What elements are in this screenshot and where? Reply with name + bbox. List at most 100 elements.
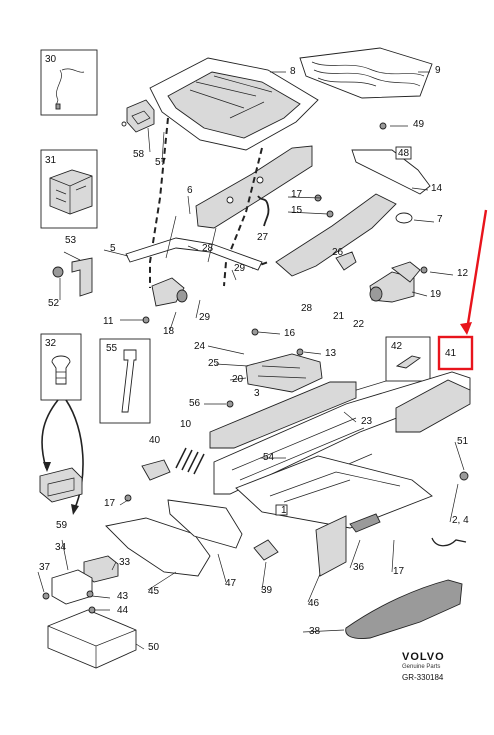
callout-c15: 15 bbox=[291, 205, 303, 216]
callout-c29a: 29 bbox=[234, 263, 246, 274]
bolt-13 bbox=[296, 348, 304, 356]
callout-c32: 32 bbox=[45, 338, 57, 349]
callout-c41: 41 bbox=[445, 348, 457, 359]
leg-46 bbox=[315, 515, 347, 577]
callout-c28b: 28 bbox=[301, 303, 313, 314]
connector-30 bbox=[55, 103, 61, 110]
spring-10 bbox=[175, 447, 205, 475]
callout-c39: 39 bbox=[261, 585, 273, 596]
cap-40 bbox=[141, 459, 171, 481]
spring-mat-9 bbox=[299, 47, 433, 99]
callout-c53: 53 bbox=[65, 235, 77, 246]
highlight-arrowhead bbox=[460, 322, 472, 335]
callout-c52: 52 bbox=[48, 298, 60, 309]
callout-c5: 5 bbox=[110, 243, 116, 254]
strap-55 bbox=[121, 349, 137, 413]
callout-c37: 37 bbox=[39, 562, 51, 573]
callout-c55: 55 bbox=[106, 343, 118, 354]
dashed-outline bbox=[149, 117, 263, 288]
callout-c59: 59 bbox=[56, 520, 68, 531]
mechanism-20 bbox=[245, 353, 323, 393]
callout-c30: 30 bbox=[45, 54, 57, 65]
callout-c8: 8 bbox=[290, 66, 296, 77]
brand-subtitle: Genuine Parts bbox=[402, 664, 441, 670]
callout-c9: 9 bbox=[435, 65, 441, 76]
nut-16 bbox=[251, 328, 259, 336]
callout-c7: 7 bbox=[437, 214, 443, 225]
side-frame-6 bbox=[195, 145, 313, 229]
callout-c25: 25 bbox=[208, 358, 220, 369]
screw-56 bbox=[226, 400, 234, 408]
callout-c33: 33 bbox=[119, 557, 131, 568]
frame-bar-5 bbox=[125, 237, 263, 271]
callout-c17c: 17 bbox=[393, 566, 405, 577]
arrow-32 bbox=[41, 399, 84, 511]
callout-c17a: 17 bbox=[291, 189, 303, 200]
callout-c58: 58 bbox=[133, 149, 145, 160]
track-upper-3 bbox=[209, 381, 357, 449]
callout-c11: 11 bbox=[103, 316, 114, 327]
callout-c12: 12 bbox=[457, 268, 469, 279]
callout-c43: 43 bbox=[117, 591, 129, 602]
leader-lines bbox=[37, 71, 465, 650]
bolt-49 bbox=[379, 122, 387, 130]
callout-c6: 6 bbox=[187, 185, 193, 196]
callout-c49: 49 bbox=[413, 119, 425, 130]
cross-tube-7 bbox=[275, 193, 397, 277]
bolt-51 bbox=[459, 471, 469, 481]
cap-39 bbox=[253, 539, 279, 561]
callout-c27: 27 bbox=[257, 232, 269, 243]
bracket-45 bbox=[105, 517, 211, 577]
screw-17b bbox=[124, 494, 132, 502]
highlight-arrow bbox=[465, 209, 488, 331]
screw-43 bbox=[86, 590, 94, 598]
inset-box-30 bbox=[40, 49, 98, 116]
callout-c51: 51 bbox=[457, 436, 469, 447]
module-34 bbox=[51, 569, 93, 605]
reference-code: GR-330184 bbox=[402, 673, 444, 682]
highlight-box-41 bbox=[437, 335, 474, 371]
bracket-53 bbox=[71, 257, 93, 297]
callout-c56: 56 bbox=[189, 398, 201, 409]
callout-c46: 46 bbox=[308, 598, 320, 609]
brand-logo: VOLVO bbox=[402, 651, 445, 663]
gear-36 bbox=[349, 513, 381, 533]
callout-c19: 19 bbox=[430, 289, 442, 300]
callout-c40: 40 bbox=[149, 435, 161, 446]
callout-c31: 31 bbox=[45, 155, 57, 166]
callout-c45: 45 bbox=[148, 586, 160, 597]
callout-c21: 21 bbox=[333, 311, 345, 322]
callout-c10: 10 bbox=[180, 419, 192, 430]
callout-c1: 1 bbox=[281, 505, 287, 516]
callout-c44: 44 bbox=[117, 605, 129, 616]
callout-c18: 18 bbox=[163, 326, 175, 337]
callout-c38: 38 bbox=[309, 626, 321, 637]
callout-c16: 16 bbox=[284, 328, 296, 339]
callout-c48: 48 bbox=[398, 148, 410, 159]
callout-c23: 23 bbox=[361, 416, 373, 427]
clip-32 bbox=[51, 355, 71, 385]
control-unit-50 bbox=[47, 609, 137, 669]
cover-38 bbox=[345, 579, 463, 639]
module-59 bbox=[39, 467, 83, 503]
bracket-47 bbox=[167, 499, 243, 549]
callout-c34: 34 bbox=[55, 542, 67, 553]
callout-c50: 50 bbox=[148, 642, 160, 653]
callout-c14: 14 bbox=[431, 183, 443, 194]
screw-37 bbox=[42, 592, 50, 600]
callout-c28a: 28 bbox=[202, 243, 214, 254]
part-26 bbox=[335, 251, 357, 271]
rail-41 bbox=[395, 379, 471, 433]
callout-c36: 36 bbox=[353, 562, 365, 573]
callout-c57: 57 bbox=[155, 157, 167, 168]
cap-42 bbox=[395, 355, 422, 369]
screw-12 bbox=[420, 266, 428, 274]
callout-c54: 54 bbox=[263, 452, 275, 463]
callout-c24: 24 bbox=[194, 341, 206, 352]
callout-c2_4: 2, 4 bbox=[452, 515, 469, 526]
module-58 bbox=[126, 99, 155, 133]
callout-c13: 13 bbox=[325, 348, 337, 359]
callout-c47: 47 bbox=[225, 578, 237, 589]
